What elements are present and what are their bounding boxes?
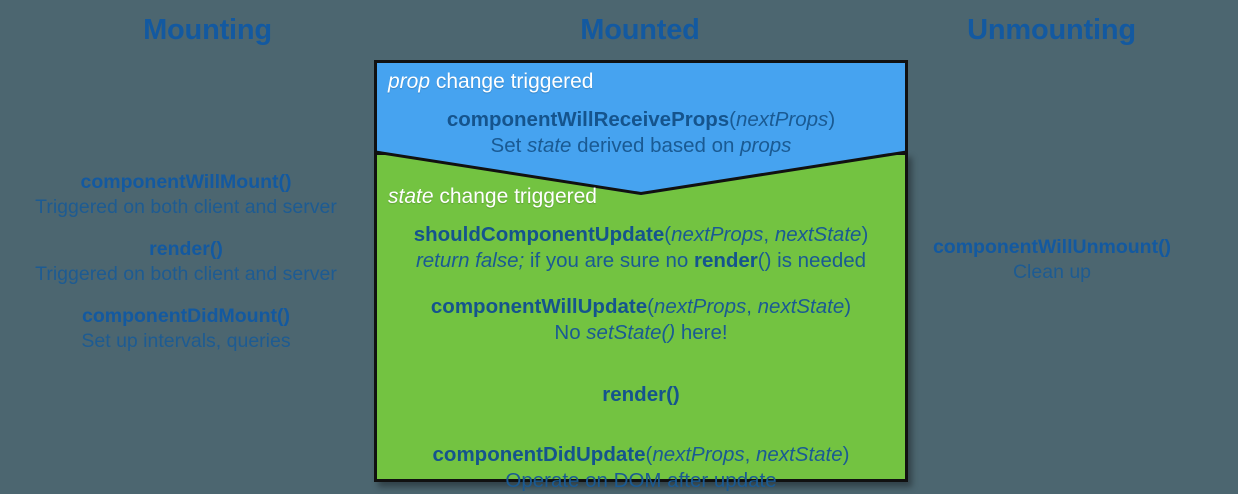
api-arg: nextProps: [653, 295, 747, 318]
api-signature: componentDidUpdate(nextProps, nextState): [388, 442, 894, 468]
spacer: [388, 366, 894, 382]
args-open: (: [647, 295, 654, 318]
api-description: Set state derived based on props: [388, 133, 894, 159]
lifecycle-entry-render: render() Triggered on both client and se…: [0, 237, 372, 287]
api-arg: nextProps: [671, 223, 764, 246]
lifecycle-entry-component-will-unmount: componentWillUnmount() Clean up: [866, 235, 1238, 285]
args-close: ): [828, 108, 836, 131]
arg-separator: ,: [746, 295, 758, 318]
api-name: componentDidUpdate: [432, 443, 646, 466]
api-arg: nextState: [757, 295, 845, 318]
state-keyword: state: [388, 185, 434, 208]
args-close: ): [842, 443, 850, 466]
spacer: [388, 428, 894, 442]
args-open: (: [645, 443, 653, 466]
api-name: componentWillUpdate: [430, 295, 648, 318]
api-description: Triggered on both client and server: [35, 196, 337, 218]
mounting-column: componentWillMount() Triggered on both c…: [0, 170, 372, 354]
arg-separator: ,: [763, 223, 775, 246]
state-keyword: state: [527, 134, 572, 157]
api-description: No setState() here!: [388, 320, 894, 346]
prop-change-content: prop change triggered componentWillRecei…: [374, 60, 908, 159]
api-signature: shouldComponentUpdate(nextProps, nextSta…: [388, 222, 894, 248]
api-arg: nextState: [756, 443, 843, 466]
api-name: componentWillUnmount(): [932, 236, 1172, 258]
desc-part: Set: [490, 134, 528, 157]
prop-change-trigger-label: prop change triggered: [388, 69, 894, 95]
api-name: shouldComponentUpdate: [413, 223, 665, 246]
lifecycle-entry-render: render(): [388, 382, 894, 408]
state-change-box: [374, 152, 908, 482]
api-arg: nextProps: [736, 108, 829, 131]
column-header-mounting: Mounting: [143, 14, 272, 46]
state-trigger-rest: change triggered: [433, 185, 597, 208]
api-name: render(): [602, 383, 680, 406]
api-signature: componentWillReceiveProps(nextProps): [388, 107, 894, 133]
return-false-keyword: return false;: [415, 249, 525, 272]
lifecycle-entry-component-will-receive-props: componentWillReceiveProps(nextProps) Set…: [388, 107, 894, 159]
api-name: componentWillMount(): [80, 171, 292, 193]
column-header-mounted: Mounted: [580, 14, 700, 46]
lifecycle-entry-component-did-update: componentDidUpdate(nextProps, nextState)…: [388, 442, 894, 494]
api-description: return false; if you are sure no render(…: [388, 248, 894, 274]
lifecycle-entry-component-will-mount: componentWillMount() Triggered on both c…: [0, 170, 372, 220]
args-close: ): [844, 295, 852, 318]
desc-part: No: [554, 321, 587, 344]
api-name: componentWillReceiveProps: [446, 108, 730, 131]
state-change-trigger-label: state change triggered: [388, 184, 894, 210]
mounted-column: prop change triggered componentWillRecei…: [372, 58, 910, 492]
desc-part: if you are sure no: [524, 249, 694, 272]
lifecycle-entry-component-will-update: componentWillUpdate(nextProps, nextState…: [388, 294, 894, 346]
props-keyword: props: [740, 134, 792, 157]
lifecycle-entry-component-did-mount: componentDidMount() Set up intervals, qu…: [0, 304, 372, 354]
args-open: (: [729, 108, 736, 131]
api-signature: componentWillUpdate(nextProps, nextState…: [388, 294, 894, 320]
state-change-content: state change triggered shouldComponentUp…: [374, 152, 908, 492]
api-name: render(): [149, 238, 223, 260]
arg-separator: ,: [744, 443, 757, 466]
api-arg: nextState: [774, 223, 862, 246]
args-open: (: [664, 223, 672, 246]
desc-part: derived based on: [571, 134, 741, 157]
api-description: Triggered on both client and server: [35, 263, 337, 285]
render-keyword: render: [693, 249, 758, 272]
api-description: Operate on DOM after update: [505, 469, 777, 492]
set-state-keyword: setState(): [586, 321, 676, 344]
column-headers: Mounting Mounted Unmounting: [0, 0, 1238, 60]
desc-part: () is needed: [757, 249, 867, 272]
api-description: Clean up: [1012, 261, 1092, 283]
prop-trigger-rest: change triggered: [430, 70, 594, 93]
column-header-unmounting: Unmounting: [967, 14, 1136, 46]
args-close: ): [861, 223, 869, 246]
unmounting-column: componentWillUnmount() Clean up: [866, 235, 1238, 285]
api-name: componentDidMount(): [82, 305, 290, 327]
api-description: Set up intervals, queries: [81, 330, 291, 352]
prop-keyword: prop: [388, 70, 431, 93]
desc-part: here!: [675, 321, 728, 344]
lifecycle-entry-should-component-update: shouldComponentUpdate(nextProps, nextSta…: [388, 222, 894, 274]
api-arg: nextProps: [652, 443, 745, 466]
